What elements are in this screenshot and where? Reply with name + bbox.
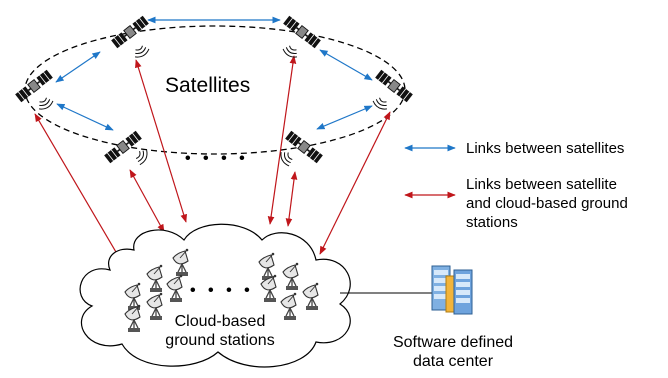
cloud-label-line1: Cloud-based: [174, 313, 266, 330]
legend-red-line1: Links between satellite: [466, 176, 617, 193]
satellite-3: [14, 68, 54, 104]
signal-waves-icon: [35, 95, 55, 113]
satellite-1: [110, 14, 150, 50]
gl-6: [319, 111, 391, 255]
ground-station-cloud: [79, 223, 351, 368]
satellites-label: Satellites: [165, 74, 251, 97]
satellite-ellipsis: • • • •: [185, 150, 249, 167]
signal-waves-icon: [371, 95, 391, 113]
satellite-6: [284, 129, 324, 165]
satellite-4: [374, 68, 414, 104]
cloud-label-line2: ground stations: [165, 332, 275, 349]
gl-3: [129, 169, 165, 233]
ground-links: [34, 55, 391, 265]
datacenter-label-line2: data center: [412, 353, 494, 370]
legend-red-label: Links between satellite and cloud-based …: [466, 175, 628, 232]
legend-red-line3: stations: [466, 214, 518, 231]
cloud-label: Cloud-based ground stations: [150, 312, 290, 350]
satellite-2: [282, 14, 322, 50]
signal-waves-icon: [133, 147, 150, 167]
signal-waves-icon: [131, 43, 151, 61]
legend-red-line2: and cloud-based ground: [466, 195, 628, 212]
isl-upper-right: [319, 49, 373, 81]
isl-upper-left: [55, 51, 101, 83]
server-icon: [431, 265, 473, 315]
gl-5: [285, 171, 298, 227]
isl-lower-right: [316, 105, 373, 130]
datacenter-label-line1: Software defined: [392, 334, 514, 351]
signal-waves-icon: [281, 43, 301, 61]
isl-lower-left: [56, 103, 114, 131]
gl-4: [267, 55, 297, 225]
cloud-ellipsis: • • • •: [190, 282, 254, 299]
gl-1: [34, 113, 124, 265]
datacenter-label: Software defined data center: [378, 333, 528, 371]
legend-blue-label: Links between satellites: [466, 140, 625, 157]
gl-2: [135, 59, 187, 223]
